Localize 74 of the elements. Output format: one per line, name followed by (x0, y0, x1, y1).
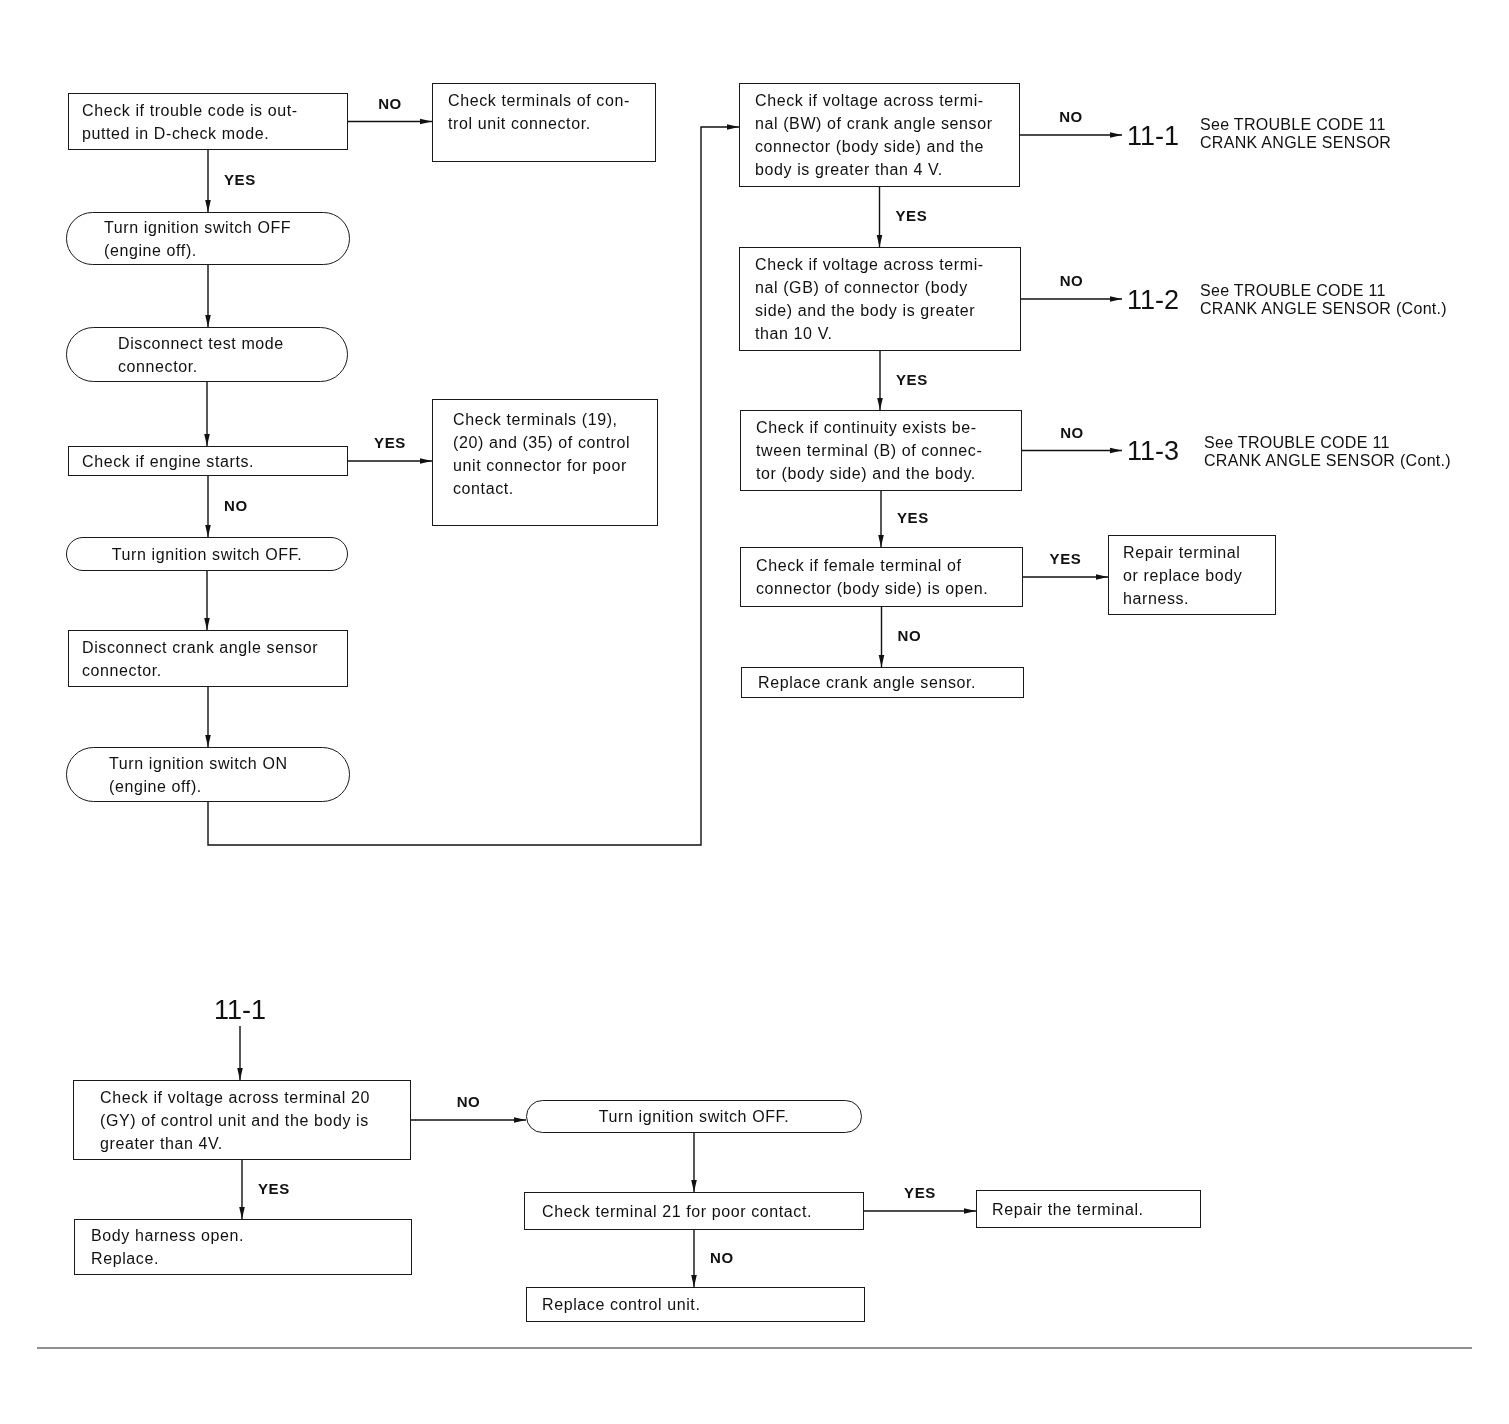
step-text: Check if engine starts. (82, 451, 256, 472)
process-box (739, 247, 1021, 351)
rounded-process-box (526, 1100, 862, 1133)
process-box (740, 547, 1023, 607)
flow-arrow (877, 350, 883, 411)
flow-arrow (878, 606, 885, 668)
step-text: Turn ignition switch OFF. (110, 544, 304, 565)
flow-arrow (1022, 574, 1109, 580)
process-box (73, 1080, 411, 1160)
process-box (976, 1190, 1201, 1228)
flow-arrow (205, 149, 211, 213)
flow-arrow (691, 1229, 697, 1288)
reference-note: CRANK ANGLE SENSOR (1200, 134, 1392, 152)
step-text: Replace crank angle sensor. (758, 673, 978, 693)
flow-arrow (863, 1208, 977, 1214)
reference-number: 11-1 (209, 994, 271, 1026)
process-box (526, 1287, 865, 1322)
step-text: Check if voltage across termi-nal (GB) of connector (body side) and the body is greater than 10 V. (755, 255, 985, 344)
step-text: Check terminal 21 for poor contact. (542, 1201, 813, 1222)
process-box (741, 667, 1024, 698)
rounded-process-box (66, 212, 350, 265)
step-text: Disconnect test mode connector. (118, 333, 285, 377)
flow-arrow (204, 381, 210, 447)
step-text: Replace control unit. (542, 1295, 702, 1315)
flow-arrow (878, 490, 884, 548)
reference-number: 11-1 (1122, 120, 1184, 152)
flow-arrow (239, 1159, 245, 1220)
rounded-process-box (66, 537, 348, 571)
process-box (740, 410, 1022, 491)
process-box (68, 446, 348, 476)
step-text: Check if voltage across termi-nal (BW) of crank angle sensor connector (body side) and the body is greater than 4 V. (755, 91, 994, 180)
flow-arrow (347, 118, 433, 125)
reference-note: CRANK ANGLE SENSOR (Cont.) (1204, 452, 1451, 470)
flow-arrow (205, 686, 211, 748)
process-box (68, 630, 348, 687)
flow-arrow (876, 186, 883, 248)
step-text: Check if trouble code is out-putted in D-check mode. (82, 100, 299, 144)
step-text: Disconnect crank angle sensor connector. (82, 637, 320, 681)
flow-arrow (347, 458, 433, 464)
step-text: Turn ignition switch OFF. (597, 1107, 791, 1127)
process-box (524, 1192, 864, 1230)
reference-number: 11-2 (1122, 284, 1184, 316)
flow-arrow (1019, 132, 1123, 138)
flow-arrow (410, 1117, 527, 1123)
step-text: Check if voltage across terminal 20 (GY) of control unit and the body is greater than 4V. (100, 1087, 371, 1154)
step-text: Replace. (91, 1249, 160, 1269)
reference-number: 11-3 (1122, 435, 1184, 467)
reference-note: See TROUBLE CODE 11 (1200, 116, 1386, 134)
flow-arrow (207, 124, 740, 846)
step-text: Check if female terminal of connector (body side) is open. (756, 556, 990, 599)
flow-arrow (1020, 296, 1123, 302)
step-text: Body harness open. (91, 1226, 246, 1246)
flow-arrow (691, 1132, 697, 1193)
step-text: Check terminals (19), (20) and (35) of control unit connector for poor contact. (453, 410, 632, 499)
flow-arrow (1021, 447, 1123, 454)
process-box (1108, 535, 1276, 615)
process-box (739, 83, 1020, 187)
process-box (432, 83, 656, 162)
flow-arrow (205, 264, 211, 328)
step-text: Repair the terminal. (992, 1199, 1145, 1220)
reference-note: See TROUBLE CODE 11 (1200, 282, 1386, 300)
step-text: Check terminals of con-trol unit connector. (448, 91, 631, 134)
step-text: Check if continuity exists be-tween terminal (B) of connec-tor (body side) and the body. (756, 418, 984, 484)
process-box (68, 93, 348, 150)
step-text: Turn ignition switch OFF (engine off). (104, 217, 293, 261)
flow-arrow (205, 475, 211, 538)
reference-note: CRANK ANGLE SENSOR (Cont.) (1200, 300, 1447, 318)
step-text: Repair terminal or replace body harness. (1123, 542, 1244, 609)
flow-arrow (237, 1025, 243, 1081)
step-text: Turn ignition switch ON (engine off). (109, 753, 289, 797)
process-box (432, 399, 658, 526)
flow-arrow (204, 570, 210, 631)
reference-note: See TROUBLE CODE 11 (1204, 434, 1390, 452)
process-box (74, 1219, 412, 1275)
